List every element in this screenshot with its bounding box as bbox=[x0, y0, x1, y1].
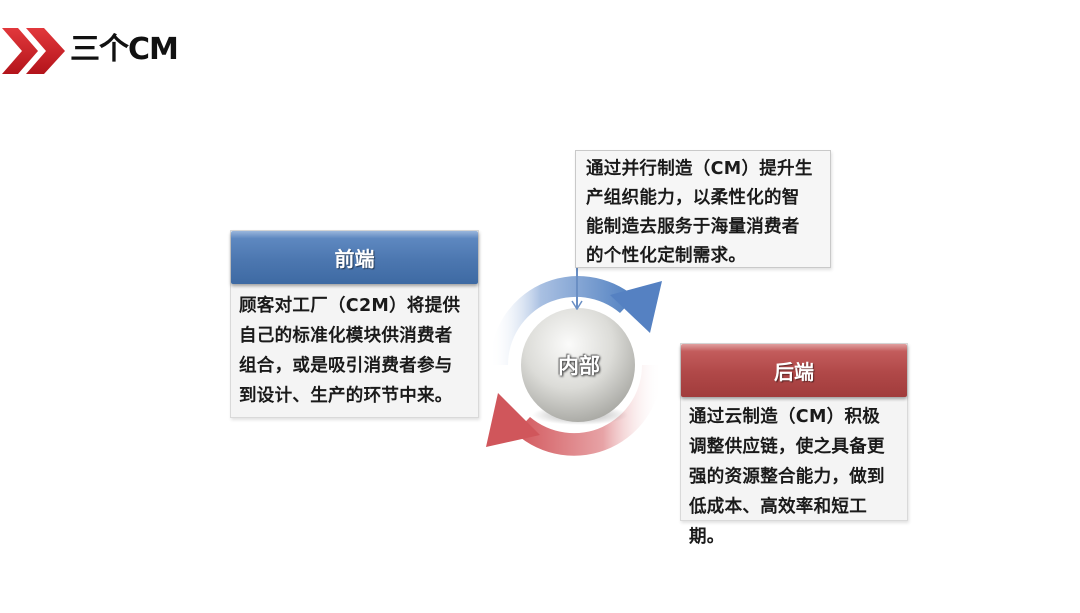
text-line: 低成本、高效率和短工期。 bbox=[689, 497, 867, 547]
text-line: 产组织能力，以柔性化的智 bbox=[586, 188, 800, 208]
internal-description: 通过并行制造（CM）提升生 产组织能力，以柔性化的智 能制造去服务于海量消费者 … bbox=[586, 155, 824, 271]
clockwise-arrow-icon bbox=[489, 276, 662, 365]
back-end-description: 通过云制造（CM）积极 调整供应链，使之具备更 强的资源整合能力，做到 低成本、… bbox=[689, 402, 901, 552]
arrow-down-icon bbox=[571, 300, 583, 310]
text-line: 通过并行制造（CM）提升生 bbox=[586, 159, 813, 179]
text-line: 组合，或是吸引消费者参与 bbox=[239, 356, 453, 376]
counterclockwise-arrow-icon bbox=[486, 365, 663, 456]
text-line: 的个性化定制需求。 bbox=[586, 246, 747, 266]
text-line: 自己的标准化模块供消费者 bbox=[239, 326, 453, 346]
sphere bbox=[521, 308, 635, 422]
page-title: 三个CM bbox=[70, 32, 179, 67]
text-line: 能制造去服务于海量消费者 bbox=[586, 217, 800, 237]
back-end-header: 后端 bbox=[681, 344, 907, 397]
double-chevron-right-icon bbox=[2, 28, 65, 74]
text-line: 到设计、生产的环节中来。 bbox=[239, 386, 453, 406]
cycle-diagram bbox=[486, 276, 663, 456]
internal-label: 内部 bbox=[558, 354, 600, 378]
back-end-card: 后端 通过云制造（CM）积极 调整供应链，使之具备更 强的资源整合能力，做到 低… bbox=[680, 343, 908, 547]
front-end-header: 前端 bbox=[231, 231, 478, 284]
connector-line bbox=[576, 268, 578, 308]
text-line: 通过云制造（CM）积极 bbox=[689, 407, 881, 427]
front-end-card: 前端 顾客对工厂（C2M）将提供 自己的标准化模块供消费者 组合，或是吸引消费者… bbox=[230, 230, 479, 418]
text-line: 调整供应链，使之具备更 bbox=[689, 437, 885, 457]
internal-description-card: 通过并行制造（CM）提升生 产组织能力，以柔性化的智 能制造去服务于海量消费者 … bbox=[575, 150, 831, 268]
front-end-description: 顾客对工厂（C2M）将提供 自己的标准化模块供消费者 组合，或是吸引消费者参与 … bbox=[239, 291, 472, 411]
text-line: 顾客对工厂（C2M）将提供 bbox=[239, 296, 461, 316]
text-line: 强的资源整合能力，做到 bbox=[689, 467, 885, 487]
